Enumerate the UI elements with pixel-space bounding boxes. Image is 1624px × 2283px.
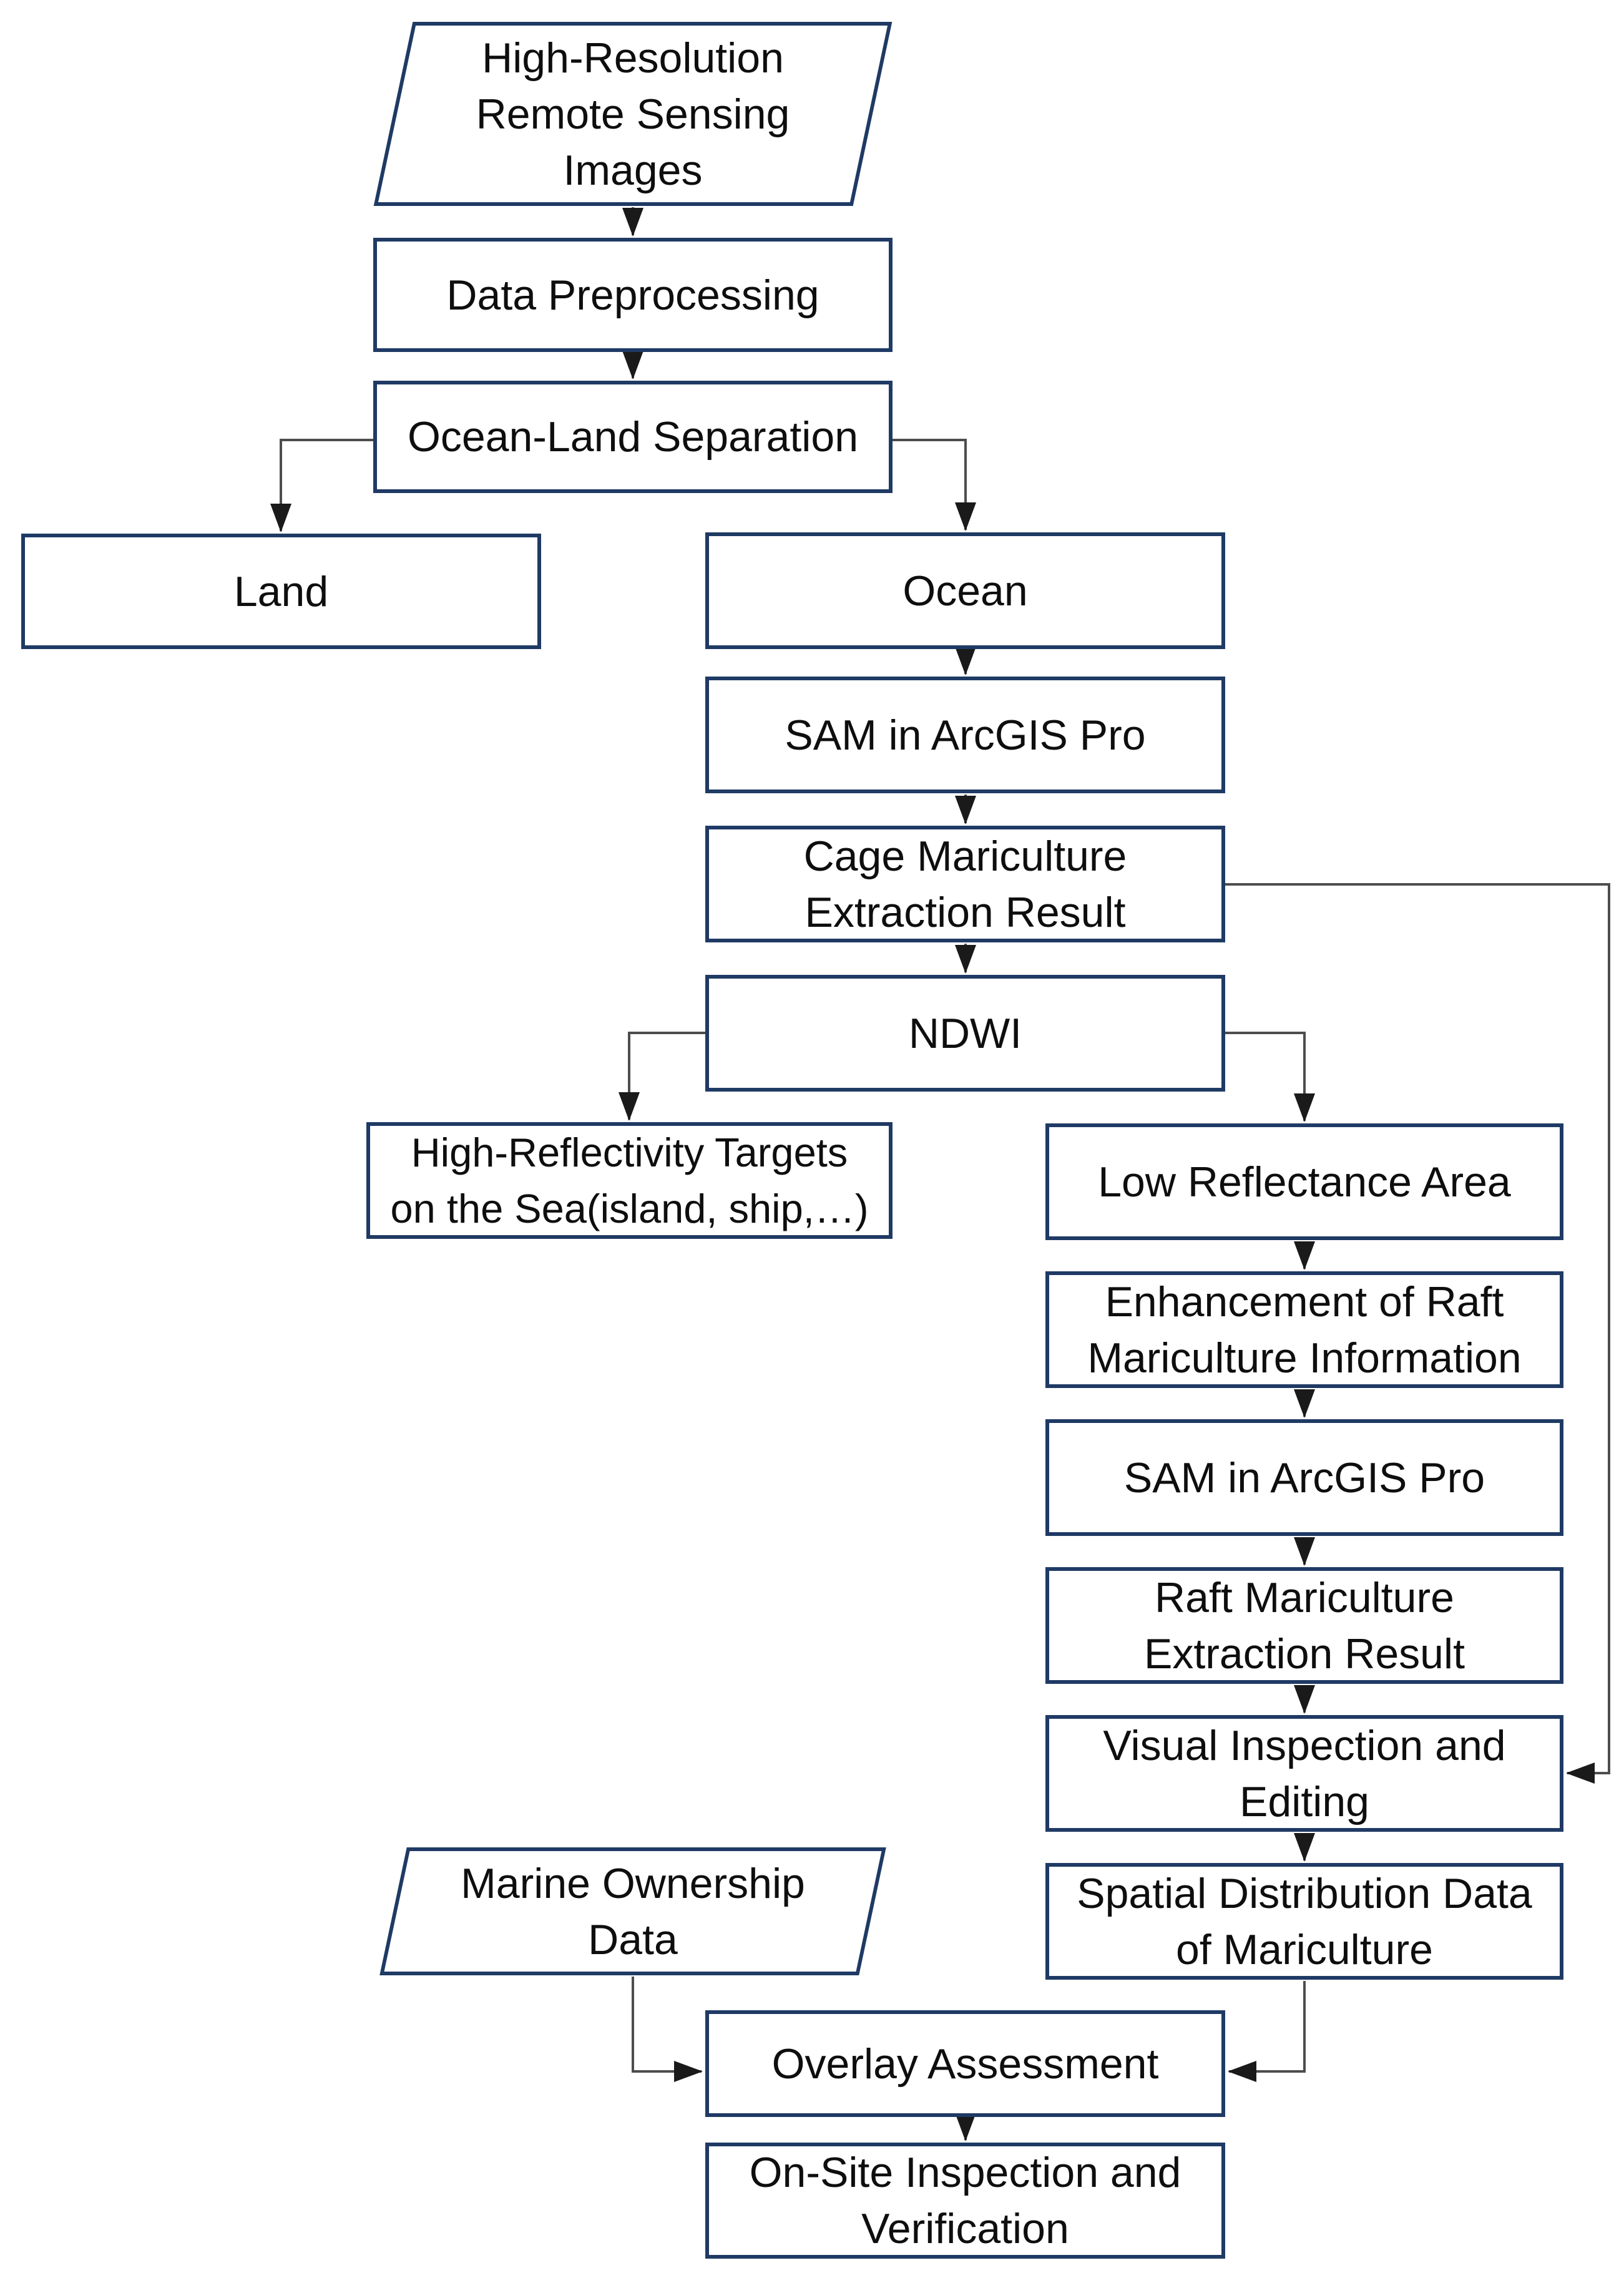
node-ocean: Ocean xyxy=(705,532,1225,649)
node-label: High-Resolution Remote Sensing Images xyxy=(476,34,790,194)
node-overlay-assessment: Overlay Assessment xyxy=(705,2010,1225,2117)
node-raft-mariculture-extraction-result: Raft Mariculture Extraction Result xyxy=(1045,1567,1563,1684)
edge-ndwi-low xyxy=(1225,1032,1315,1122)
node-ndwi: NDWI xyxy=(705,975,1225,1092)
node-high-reflectivity-targets: High-Reflectivity Targets on the Sea(isl… xyxy=(366,1122,893,1239)
node-low-reflectance-area: Low Reflectance Area xyxy=(1045,1123,1563,1240)
node-sam-in-arcgis-pro-cage: SAM in ArcGIS Pro xyxy=(705,677,1225,793)
edge-spa-ovl xyxy=(1228,1981,1306,2082)
node-high-resolution-remote-sensing-images: High-Resolution Remote Sensing Images xyxy=(373,22,893,206)
node-enhancement-of-raft-mariculture-information: Enhancement of Raft Mariculture Informat… xyxy=(1045,1271,1563,1388)
edge-ols-land xyxy=(270,439,373,532)
node-visual-inspection-and-editing: Visual Inspection and Editing xyxy=(1045,1715,1563,1832)
node-cage-mariculture-extraction-result: Cage Mariculture Extraction Result xyxy=(705,826,1225,942)
node-marine-ownership-data: Marine Ownership Data xyxy=(379,1847,886,1975)
edge-ols-ocean xyxy=(893,439,976,531)
node-sam-in-arcgis-pro-raft: SAM in ArcGIS Pro xyxy=(1045,1419,1563,1536)
node-data-preprocessing: Data Preprocessing xyxy=(373,238,893,352)
edge-cage-vis-feedback xyxy=(1225,883,1610,1784)
edge-mod-ovl xyxy=(632,1977,703,2082)
node-land: Land xyxy=(21,534,541,649)
edge-ndwi-hrt xyxy=(619,1032,705,1121)
node-ocean-land-separation: Ocean-Land Separation xyxy=(373,381,893,493)
node-label: Marine Ownership Data xyxy=(461,1859,805,1963)
node-spatial-distribution-data-of-mariculture: Spatial Distribution Data of Mariculture xyxy=(1045,1863,1563,1980)
node-on-site-inspection-and-verification: On-Site Inspection and Verification xyxy=(705,2143,1225,2259)
